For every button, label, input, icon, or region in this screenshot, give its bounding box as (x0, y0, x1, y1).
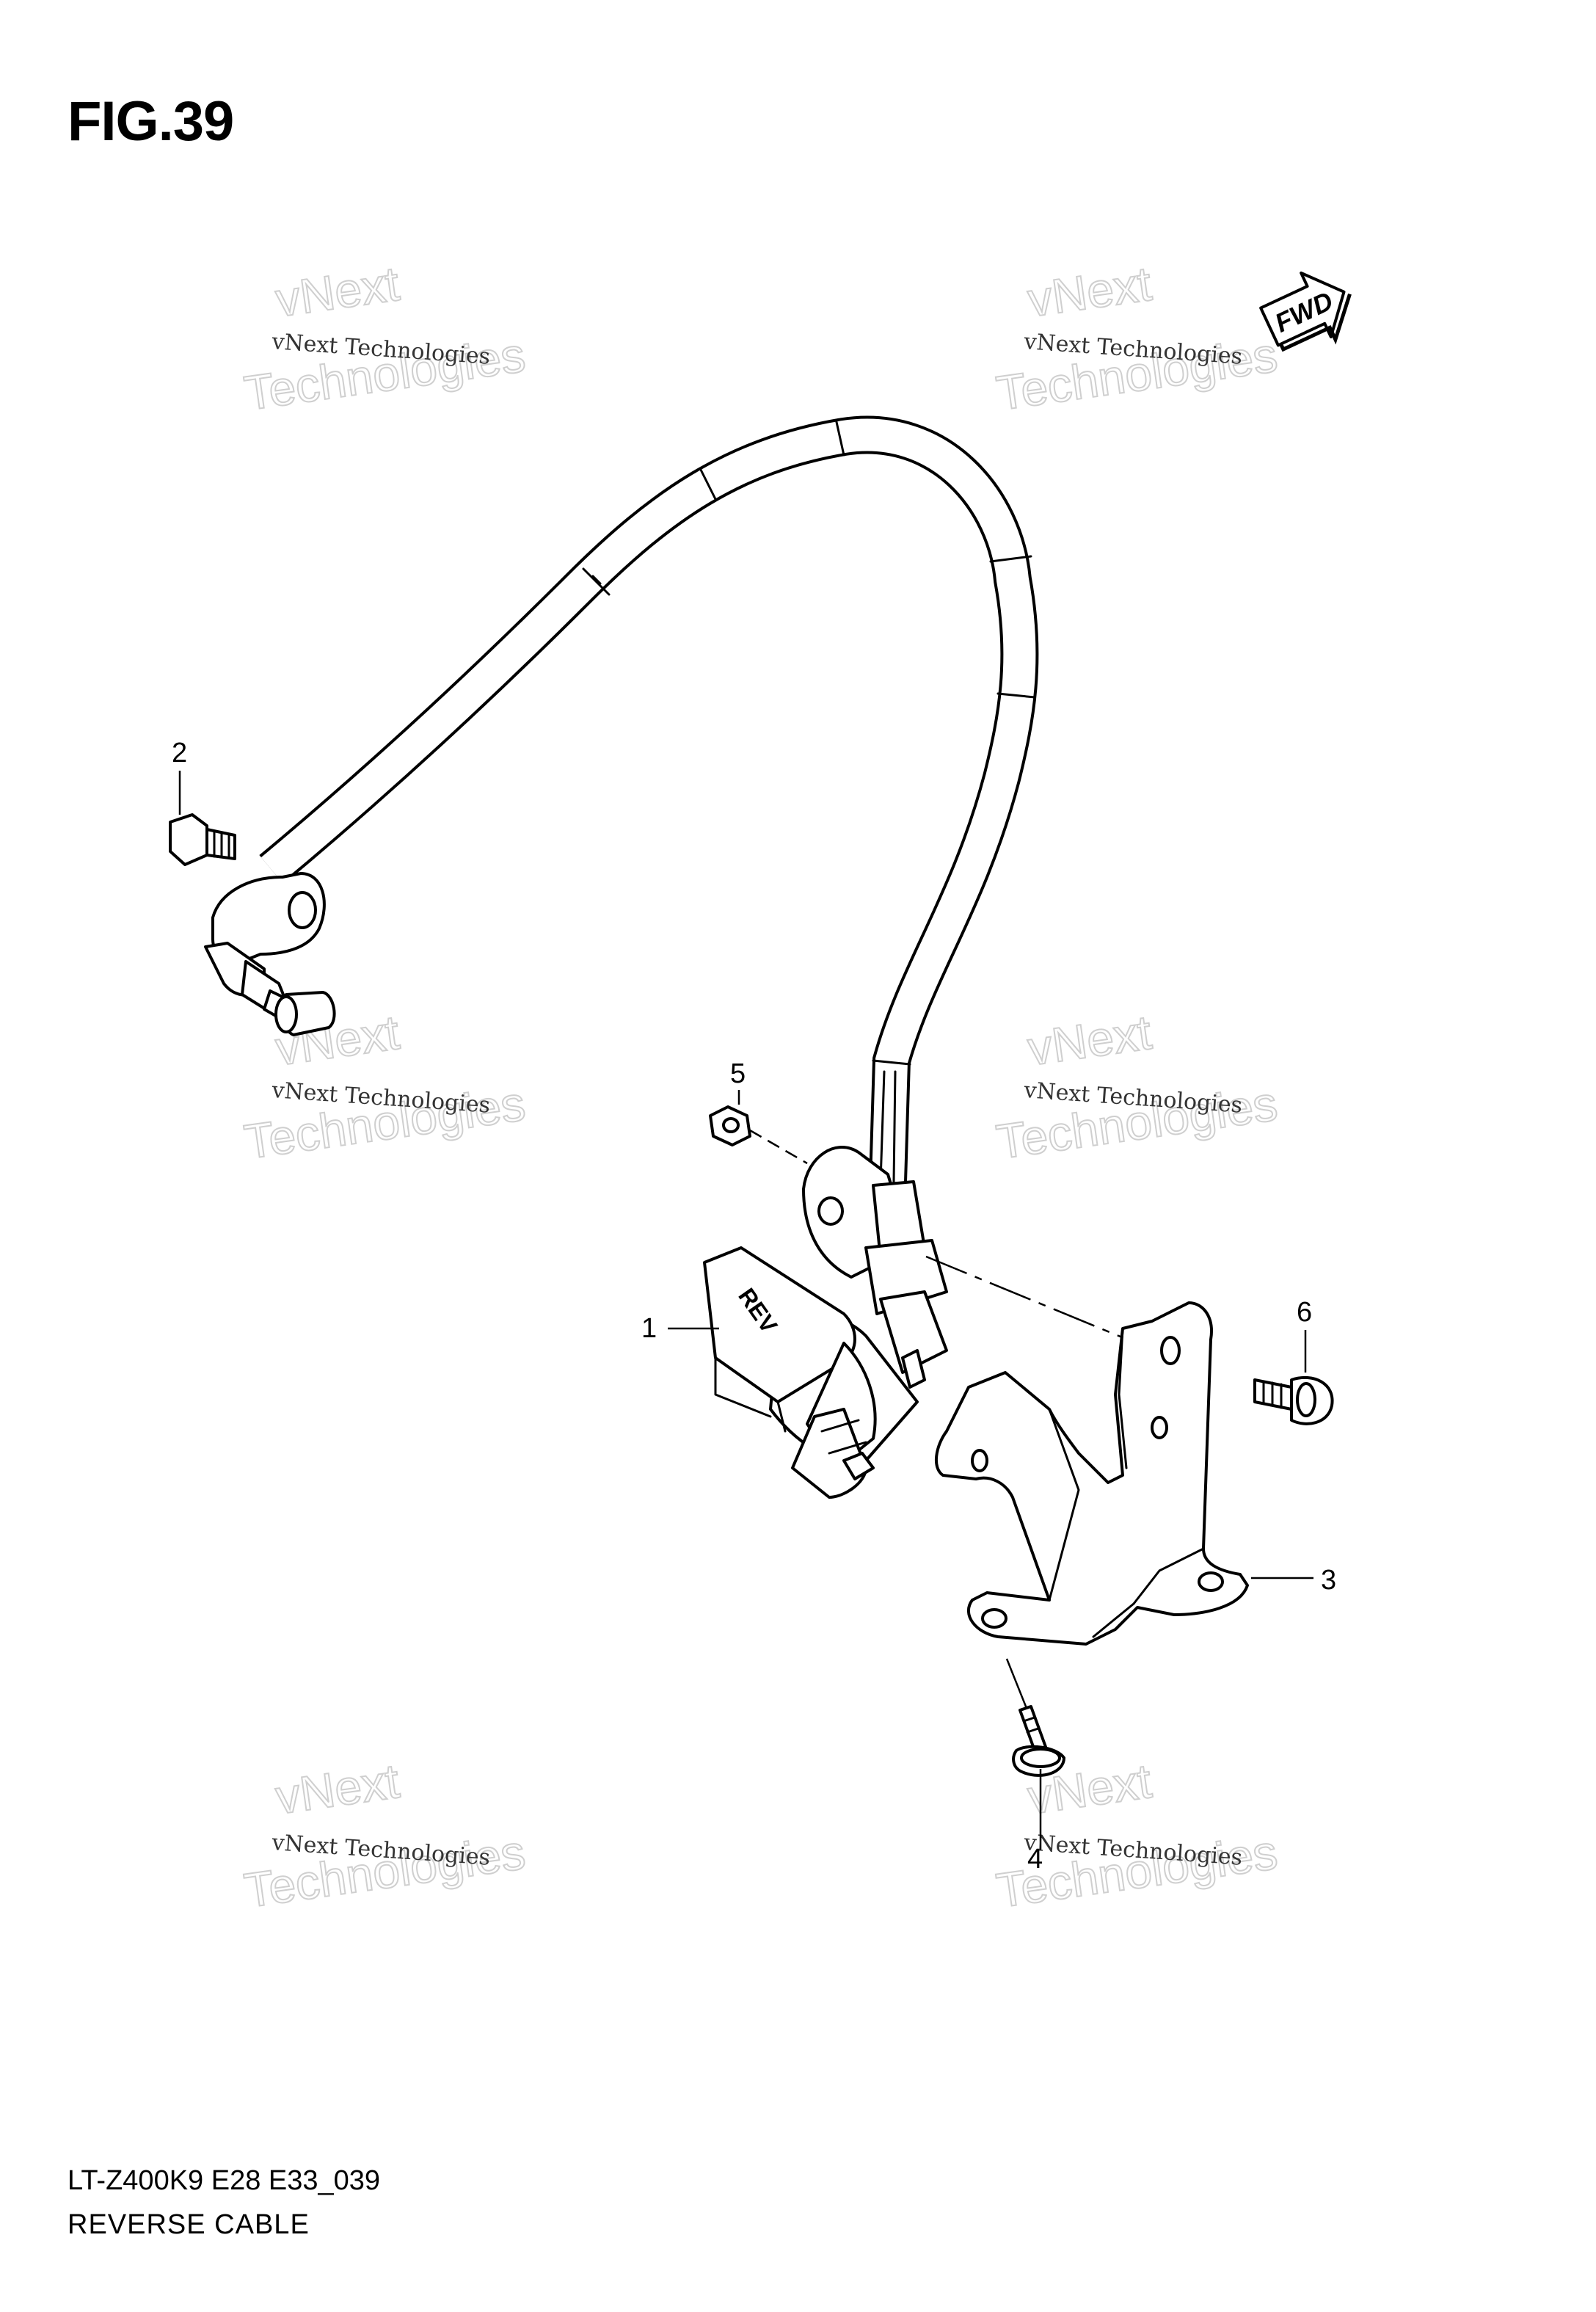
callout-3: 3 (1251, 1565, 1336, 1596)
callout-number: 6 (1297, 1297, 1312, 1328)
watermark: vNext Technologies (240, 1753, 529, 1919)
watermark-vnext: vNext (272, 256, 402, 327)
watermark-vnext: vNext (272, 1753, 402, 1825)
fwd-arrow-icon: FWD (1259, 271, 1352, 352)
bracket-part-3 (934, 1301, 1249, 1646)
watermark-vnext: vNext (1024, 256, 1154, 327)
watermark-vnext: vNext (1024, 1005, 1154, 1076)
callout-number: 5 (730, 1058, 746, 1089)
screw-part-4 (1005, 1658, 1065, 1777)
callout-4: 4 (1027, 1769, 1043, 1875)
reverse-switch-assembly: REV (703, 1180, 948, 1499)
callout-number: 4 (1027, 1844, 1043, 1875)
callout-number: 1 (641, 1313, 657, 1344)
callout-2: 2 (172, 738, 187, 815)
bolt-part-2 (169, 813, 236, 866)
callout-number: 2 (172, 738, 187, 768)
reverse-cable (259, 415, 1039, 1183)
diagram-name: REVERSE CABLE (68, 2209, 310, 2240)
figure-title: FIG.39 (68, 90, 234, 153)
callout-1: 1 (641, 1313, 719, 1344)
callout-number: 3 (1321, 1565, 1336, 1596)
bolt-part-6 (1253, 1375, 1334, 1425)
callout-5: 5 (730, 1058, 746, 1105)
nut-part-5 (709, 1105, 808, 1165)
callout-6: 6 (1297, 1297, 1312, 1373)
model-code: LT-Z400K9 E28 E33_039 (68, 2165, 381, 2196)
cable-end-bracket (204, 872, 336, 1036)
